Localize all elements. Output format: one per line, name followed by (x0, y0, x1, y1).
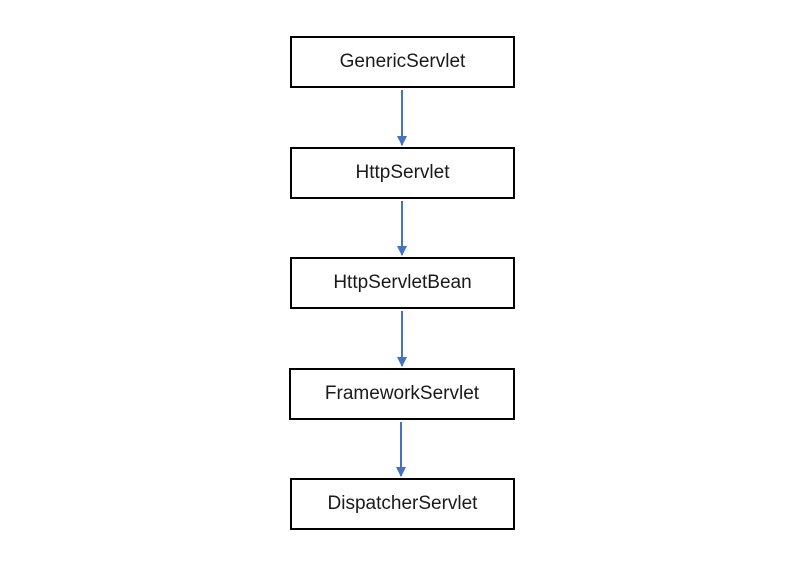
node-label: HttpServlet (355, 162, 450, 183)
node-label: FrameworkServlet (324, 383, 480, 404)
node-generic-servlet: GenericServlet (290, 36, 515, 88)
node-framework-servlet: FrameworkServlet (289, 368, 515, 420)
node-label: HttpServletBean (333, 272, 472, 293)
node-dispatcher-servlet: DispatcherServlet (290, 478, 515, 530)
node-http-servlet: HttpServlet (290, 147, 515, 199)
node-label: DispatcherServlet (327, 493, 478, 514)
node-http-servlet-bean: HttpServletBean (290, 257, 515, 309)
node-label: GenericServlet (339, 51, 466, 72)
